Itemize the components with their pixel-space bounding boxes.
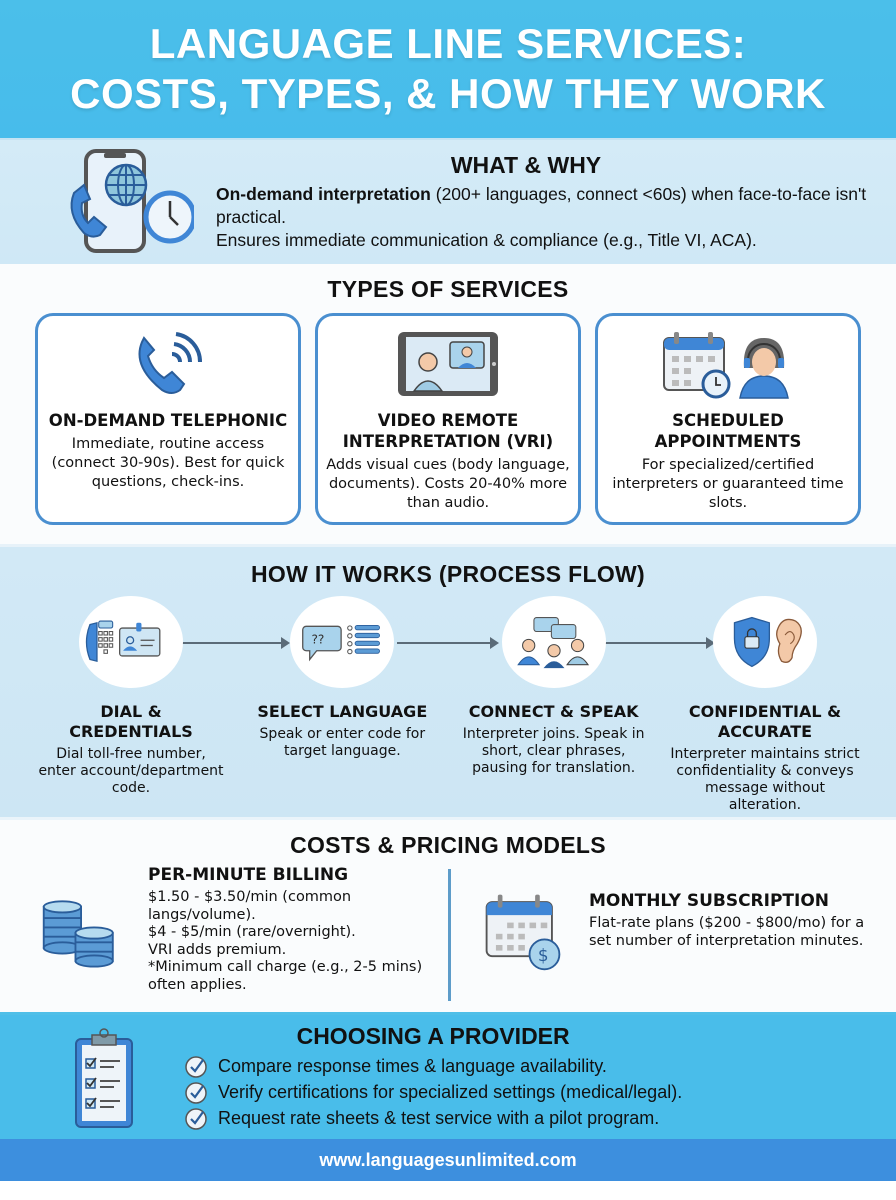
step-connect-speak: CONNECT & SPEAK Interpreter joins. Speak… bbox=[459, 596, 649, 814]
subscription-title: MONTHLY SUBSCRIPTION bbox=[589, 891, 830, 911]
clipboard-checklist-icon bbox=[75, 1028, 133, 1128]
calendar-interpreter-icon bbox=[663, 332, 789, 399]
phone-globe-clock-icon bbox=[70, 149, 194, 253]
card-desc: Adds visual cues (body language, documen… bbox=[326, 457, 570, 511]
card-title: ON-DEMAND TELEPHONIC bbox=[48, 411, 288, 430]
step-icon-circle bbox=[79, 596, 183, 688]
card-vri: VIDEO REMOTE INTERPRETATION (VRI) Adds v… bbox=[315, 313, 581, 525]
card-desc: For specialized/certified interpreters o… bbox=[612, 457, 844, 511]
dialpad-id-card-icon bbox=[85, 620, 161, 663]
step-title: CONFIDENTIAL & ACCURATE bbox=[688, 702, 842, 741]
step-dial: DIAL & CREDENTIALS Dial toll-free number… bbox=[36, 596, 226, 814]
per-minute-billing: PER-MINUTE BILLING $1.50 - $3.50/min (co… bbox=[0, 865, 448, 1001]
card-desc: Immediate, routine access (connect 30-90… bbox=[51, 436, 285, 490]
service-cards: ON-DEMAND TELEPHONIC Immediate, routine … bbox=[0, 313, 896, 525]
per-minute-lines: $1.50 - $3.50/min (common langs/volume).… bbox=[148, 889, 448, 994]
per-minute-title: PER-MINUTE BILLING bbox=[148, 865, 349, 885]
header-banner: LANGUAGE LINE SERVICES: COSTS, TYPES, & … bbox=[0, 0, 896, 138]
step-confidential: CONFIDENTIAL & ACCURATE Interpreter main… bbox=[670, 596, 860, 814]
check-circle-icon bbox=[185, 1107, 207, 1130]
checklist-text: Verify certifications for specialized se… bbox=[218, 1082, 683, 1102]
arrow-icon bbox=[397, 637, 499, 649]
card-scheduled: SCHEDULED APPOINTMENTS For specialized/c… bbox=[595, 313, 861, 525]
shield-ear-icon bbox=[733, 616, 802, 668]
step-icon-circle bbox=[501, 596, 606, 688]
step-desc: Interpreter maintains strict confidentia… bbox=[670, 746, 860, 813]
price-line: *Minimum call charge (e.g., 2-5 mins) of… bbox=[148, 959, 423, 993]
title-line-2: COSTS, TYPES, & HOW THEY WORK bbox=[70, 70, 826, 117]
tablet-video-call-icon bbox=[398, 332, 498, 396]
what-why-section: WHAT & WHY On-demand interpretation (200… bbox=[0, 138, 896, 264]
step-icon-circle bbox=[712, 596, 817, 688]
price-line: $1.50 - $3.50/min (common langs/volume). bbox=[148, 889, 352, 923]
costs-section: COSTS & PRICING MODELS PER-MINUTE BILLIN… bbox=[0, 817, 896, 1015]
choosing-provider-text: CHOOSING A PROVIDER Compare response tim… bbox=[184, 1023, 682, 1132]
arrow-icon bbox=[605, 637, 715, 649]
check-circle-icon bbox=[185, 1055, 207, 1078]
section-title-types: TYPES OF SERVICES bbox=[327, 276, 569, 302]
checklist-text: Compare response times & language availa… bbox=[218, 1056, 607, 1076]
price-line: VRI adds premium. bbox=[148, 941, 287, 958]
bold-lead: On-demand interpretation bbox=[216, 184, 431, 204]
card-telephonic: ON-DEMAND TELEPHONIC Immediate, routine … bbox=[35, 313, 301, 525]
speech-list-icon: ?? bbox=[302, 624, 381, 662]
what-why-line-1: On-demand interpretation (200+ languages… bbox=[216, 183, 896, 229]
step-title: CONNECT & SPEAK bbox=[468, 702, 639, 721]
section-title-costs: COSTS & PRICING MODELS bbox=[290, 832, 606, 858]
types-section: TYPES OF SERVICES ON-DEMAND TELEPHONIC I… bbox=[0, 264, 896, 544]
checklist-item: Request rate sheets & test service with … bbox=[184, 1106, 682, 1132]
check-circle-icon bbox=[185, 1081, 207, 1104]
svg-text:$: $ bbox=[538, 945, 549, 965]
arrow-icon bbox=[180, 637, 290, 649]
step-desc: Interpreter joins. Speak in short, clear… bbox=[462, 726, 645, 776]
title-line-1: LANGUAGE LINE SERVICES: bbox=[149, 20, 747, 67]
card-title: SCHEDULED APPOINTMENTS bbox=[654, 411, 802, 451]
page-title: LANGUAGE LINE SERVICES: COSTS, TYPES, & … bbox=[70, 19, 826, 119]
svg-text:??: ?? bbox=[312, 633, 325, 647]
subscription-text: MONTHLY SUBSCRIPTION Flat-rate plans ($2… bbox=[589, 869, 879, 1001]
line-1-rest: (200+ languages, connect <60s) when face… bbox=[216, 184, 867, 227]
step-desc: Speak or enter code for target language. bbox=[259, 726, 426, 759]
subscription-desc: Flat-rate plans ($200 - $800/mo) for a s… bbox=[589, 915, 865, 949]
step-title: DIAL & CREDENTIALS bbox=[69, 702, 193, 741]
step-desc: Dial toll-free number, enter account/dep… bbox=[38, 746, 224, 796]
footer: www.languagesunlimited.com bbox=[0, 1139, 896, 1181]
what-why-text: WHAT & WHY On-demand interpretation (200… bbox=[216, 152, 896, 252]
per-minute-text: PER-MINUTE BILLING $1.50 - $3.50/min (co… bbox=[148, 865, 448, 1001]
step-select-language: ?? SELECT LANGUAGE Speak or enter code f… bbox=[247, 596, 437, 814]
calendar-dollar-icon: $ bbox=[485, 894, 561, 971]
process-flow: DIAL & CREDENTIALS Dial toll-free number… bbox=[0, 596, 896, 814]
phone-ringing-icon bbox=[138, 332, 203, 394]
what-why-line-2: Ensures immediate communication & compli… bbox=[216, 230, 757, 250]
monthly-subscription: $ MONTHLY SUBSCRIPTION Flat-rate plans (… bbox=[448, 869, 896, 1001]
step-title: SELECT LANGUAGE bbox=[257, 702, 428, 721]
coin-stack-icon bbox=[42, 900, 114, 968]
section-title-choose: CHOOSING A PROVIDER bbox=[296, 1022, 570, 1049]
checklist-item: Verify certifications for specialized se… bbox=[184, 1080, 682, 1106]
checklist-text: Request rate sheets & test service with … bbox=[218, 1108, 660, 1128]
cost-columns: PER-MINUTE BILLING $1.50 - $3.50/min (co… bbox=[0, 865, 896, 1001]
card-title: VIDEO REMOTE INTERPRETATION (VRI) bbox=[342, 411, 554, 451]
checklist-item: Compare response times & language availa… bbox=[184, 1054, 682, 1080]
group-chat-icon bbox=[516, 617, 589, 669]
how-it-works-section: HOW IT WORKS (PROCESS FLOW) DIAL & CRED bbox=[0, 544, 896, 817]
section-title-how: HOW IT WORKS (PROCESS FLOW) bbox=[251, 561, 645, 587]
step-icon-circle: ?? bbox=[290, 596, 395, 688]
choosing-provider-section: CHOOSING A PROVIDER Compare response tim… bbox=[0, 1015, 896, 1139]
section-title-what-why: WHAT & WHY bbox=[450, 152, 602, 178]
website-link[interactable]: www.languagesunlimited.com bbox=[319, 1149, 577, 1170]
price-line: $4 - $5/min (rare/overnight). bbox=[148, 924, 356, 940]
